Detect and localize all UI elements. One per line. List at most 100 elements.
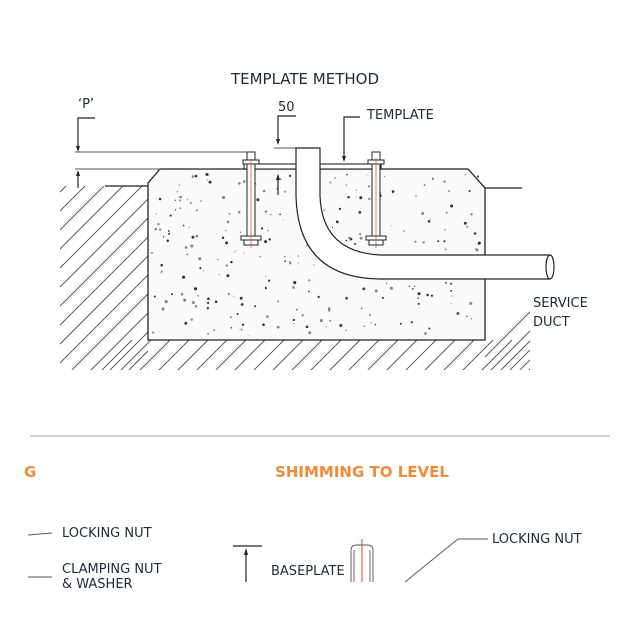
- aggregate-dot: [202, 270, 204, 272]
- aggregate-dot: [182, 275, 186, 279]
- aggregate-dot: [158, 197, 162, 201]
- aggregate-dot: [191, 235, 195, 239]
- aggregate-dot: [184, 246, 188, 249]
- aggregate-dot: [237, 210, 241, 214]
- aggregate-dot: [230, 260, 233, 264]
- anchor-bolt-left: [240, 151, 262, 248]
- aggregate-dot: [430, 218, 432, 220]
- aggregate-dot: [188, 226, 190, 228]
- aggregate-dot: [284, 260, 287, 262]
- aggregate-dot: [167, 230, 170, 232]
- aggregate-dot: [391, 190, 395, 193]
- aggregate-dot: [297, 262, 299, 264]
- aggregate-dot: [207, 297, 210, 301]
- hatch-line: [546, 182, 640, 372]
- aggregate-dot: [270, 213, 272, 216]
- aggregate-dot: [240, 303, 244, 306]
- aggregate-dot: [469, 301, 473, 305]
- shimming-detail: BASEPLATE LOCKING NUT: [233, 532, 582, 583]
- aggregate-dot: [182, 224, 185, 227]
- aggregate-dot: [297, 255, 299, 257]
- aggregate-dot: [217, 258, 219, 261]
- aggregate-dot: [260, 227, 264, 230]
- aggregate-dot: [292, 318, 296, 322]
- aggregate-dot: [368, 197, 371, 201]
- aggregate-dot: [221, 236, 225, 240]
- aggregate-dot: [284, 190, 287, 193]
- hatch-line: [60, 186, 71, 370]
- aggregate-dot: [477, 241, 481, 245]
- aggregate-dot: [399, 322, 402, 325]
- aggregate-dot: [239, 328, 241, 330]
- aggregate-dot: [335, 220, 339, 224]
- hatch-line: [107, 186, 148, 370]
- aggregate-dot: [161, 307, 165, 311]
- aggregate-dot: [180, 292, 184, 296]
- aggregate-dot: [370, 322, 372, 324]
- aggregate-dot: [243, 252, 245, 254]
- aggregate-dot: [248, 335, 250, 337]
- aggregate-dot: [473, 232, 477, 235]
- aggregate-dot: [450, 289, 453, 292]
- template-label: TEMPLATE: [366, 108, 434, 123]
- aggregate-dot: [195, 234, 199, 238]
- aggregate-dot: [424, 332, 427, 335]
- locking-nut-label-right: LOCKING NUT: [492, 532, 582, 547]
- aggregate-dot: [470, 317, 473, 320]
- aggregate-dot: [197, 294, 199, 297]
- aggregate-dot: [308, 331, 312, 335]
- aggregate-dot: [353, 242, 357, 245]
- aggregate-dot: [355, 189, 358, 191]
- aggregate-dot: [235, 250, 237, 252]
- hatch-line: [485, 188, 530, 370]
- aggregate-dot: [313, 264, 315, 266]
- aggregate-dot: [325, 326, 327, 328]
- aggregate-dot: [214, 300, 218, 304]
- aggregate-dot: [230, 326, 233, 329]
- hatch-line: [60, 186, 148, 370]
- aggregate-dot: [169, 214, 172, 217]
- aggregate-dot: [179, 195, 182, 198]
- aggregate-dot: [193, 287, 198, 291]
- aggregate-dot: [466, 225, 469, 228]
- aggregate-dot: [178, 196, 180, 198]
- aggregate-dot: [279, 213, 281, 216]
- baseplate-label: BASEPLATE: [271, 564, 345, 579]
- aggregate-dot: [403, 230, 405, 232]
- hatch-line: [60, 186, 128, 370]
- aggregate-dot: [367, 174, 369, 176]
- aggregate-dot: [268, 238, 271, 241]
- aggregate-dot: [428, 327, 431, 330]
- aggregate-dot: [153, 295, 156, 298]
- dimension-50: 50: [274, 100, 296, 195]
- aggregate-dot: [358, 211, 362, 214]
- aggregate-dot: [280, 178, 282, 180]
- aggregate-dot: [329, 181, 332, 184]
- aggregate-dot: [152, 331, 155, 334]
- service-duct-label-2: DUCT: [533, 315, 570, 330]
- aggregate-dot: [160, 264, 163, 267]
- aggregate-dot: [363, 325, 365, 327]
- page-bottom-blank: [0, 592, 640, 640]
- aggregate-dot: [451, 295, 453, 297]
- aggregate-dot: [226, 274, 230, 278]
- aggregate-dot: [328, 309, 330, 312]
- aggregate-dot: [292, 286, 295, 289]
- aggregate-dot: [240, 328, 243, 331]
- aggregate-dot: [157, 223, 160, 226]
- aggregate-dot: [295, 308, 298, 311]
- aggregate-dot: [421, 211, 425, 215]
- aggregate-dot: [331, 226, 334, 229]
- aggregate-dot: [242, 180, 246, 183]
- aggregate-dot: [186, 253, 189, 256]
- aggregate-dot: [155, 213, 158, 215]
- aggregate-dot: [206, 301, 210, 305]
- hatch-line: [462, 340, 494, 370]
- previous-heading-fragment: G: [24, 463, 36, 481]
- aggregate-dot: [465, 315, 468, 318]
- aggregate-dot: [191, 301, 195, 304]
- aggregate-dot: [437, 240, 440, 243]
- aggregate-dot: [229, 316, 232, 319]
- aggregate-dot: [160, 270, 163, 273]
